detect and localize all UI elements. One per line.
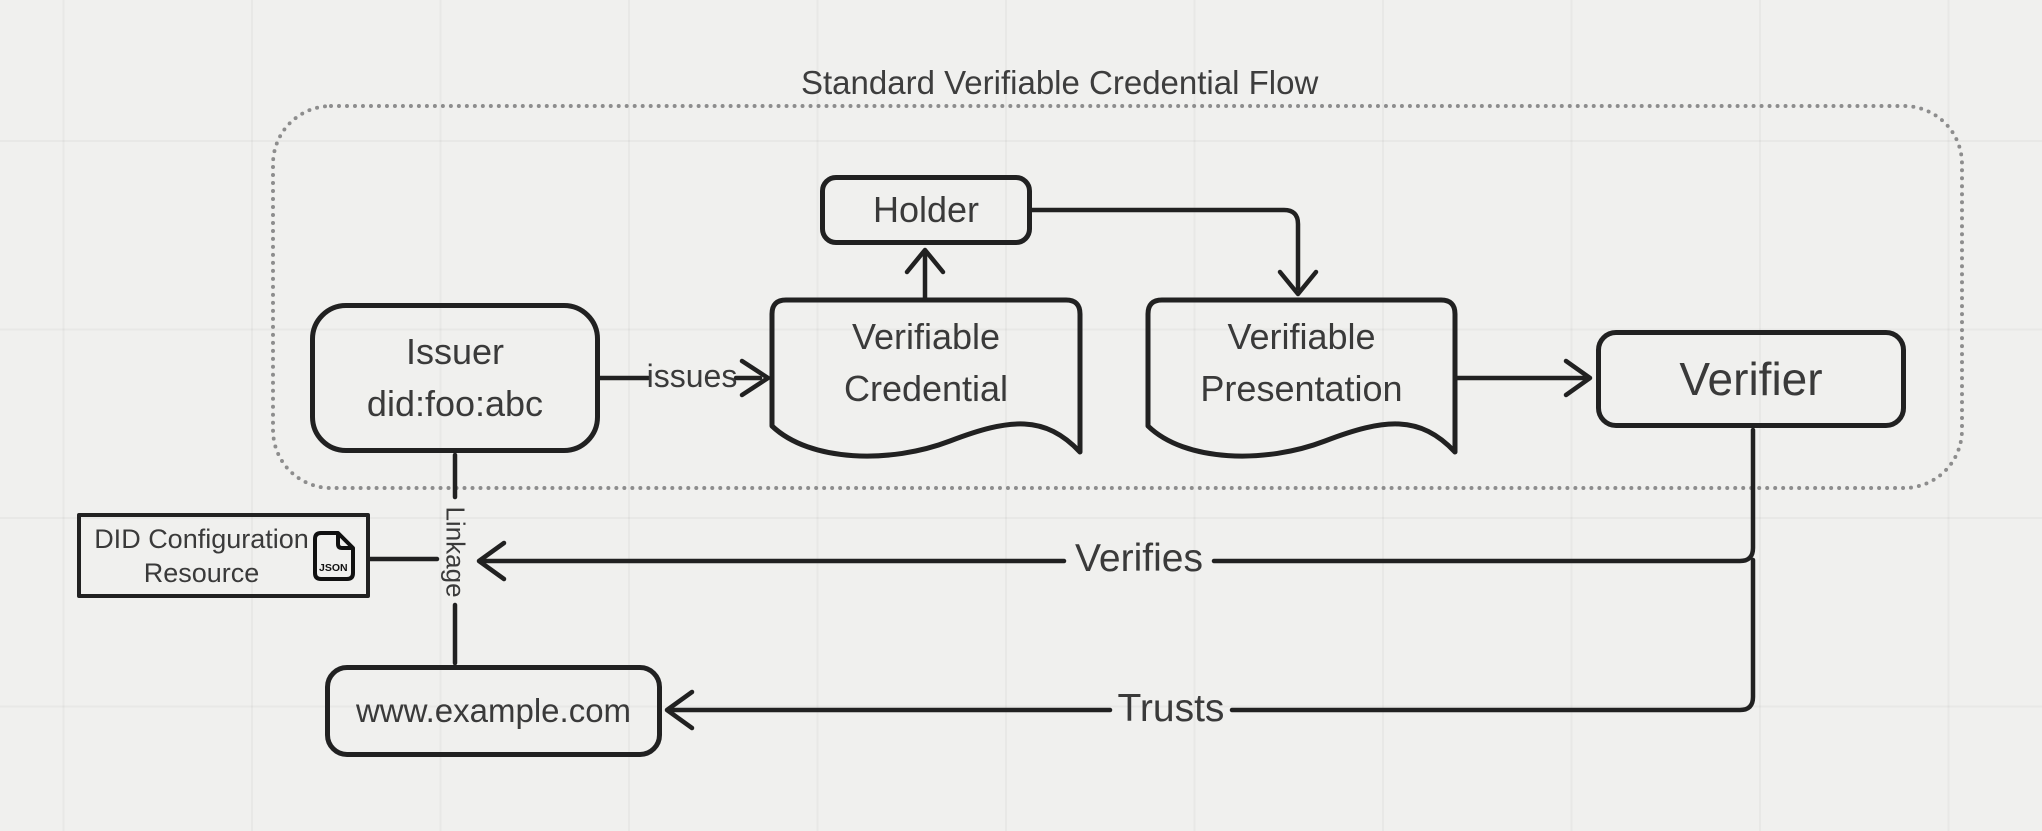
verifiable-presentation-shape bbox=[1145, 297, 1458, 459]
verifiable-presentation-label: Verifiable Presentation bbox=[1200, 316, 1403, 409]
trusts-edge-label: Trusts bbox=[1117, 687, 1225, 730]
holder-to-presentation-arrow bbox=[1029, 207, 1319, 297]
presentation-to-verifier-arrow bbox=[1452, 358, 1593, 398]
json-file-icon: JSON bbox=[313, 530, 355, 581]
verifies-arrow bbox=[476, 427, 1756, 582]
issuer-node: Issuer did:foo:abc bbox=[310, 303, 600, 453]
website-node: www.example.com bbox=[325, 665, 662, 757]
holder-node: Holder bbox=[820, 175, 1032, 245]
linkage-edge-label: Linkage bbox=[440, 506, 471, 598]
svg-text:JSON: JSON bbox=[319, 562, 348, 574]
did-configuration-resource-node: DID Configuration Resource JSON bbox=[77, 513, 370, 598]
flow-group-border bbox=[271, 104, 1964, 490]
verifier-label: Verifier bbox=[1679, 353, 1823, 405]
credential-to-holder-arrow bbox=[904, 247, 946, 303]
holder-label: Holder bbox=[872, 189, 980, 230]
did-configuration-resource-label: DID Configuration Resource bbox=[94, 523, 309, 588]
issues-arrow bbox=[597, 358, 771, 398]
verifier-node: Verifier bbox=[1596, 330, 1906, 428]
trusts-arrow bbox=[664, 557, 1756, 731]
website-label: www.example.com bbox=[355, 692, 632, 729]
issuer-label-line2: did:foo:abc bbox=[366, 383, 544, 424]
verifiable-credential-label: Verifiable Credential bbox=[843, 316, 1009, 409]
issuer-label-line1: Issuer bbox=[405, 331, 505, 372]
verifiable-credential-shape bbox=[769, 297, 1083, 459]
verifies-edge-label: Verifies bbox=[1075, 537, 1203, 580]
issues-edge-label: issues bbox=[646, 358, 738, 394]
